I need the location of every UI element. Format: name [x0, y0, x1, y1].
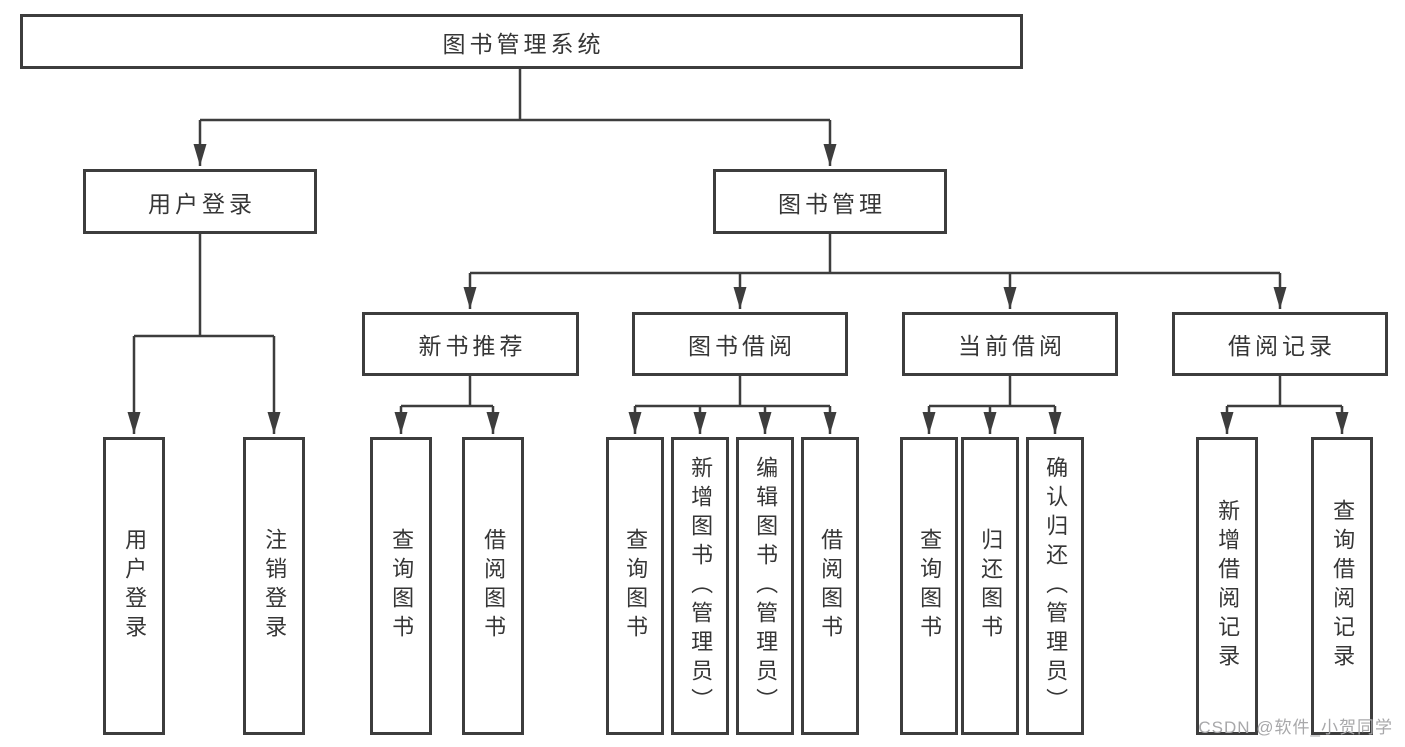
leaf-borrow-books-1: 借阅图书	[462, 437, 524, 735]
node-new-book-recommend-label: 新书推荐	[418, 333, 527, 359]
node-borrow-records-label: 借阅记录	[1228, 333, 1336, 359]
leaf-return-book-label: 归还图书	[978, 528, 1004, 644]
leaf-confirm-return-admin: 确认归还（管理员）	[1026, 437, 1084, 735]
connector-new-book-recommend-branch	[401, 376, 493, 408]
leaf-query-books-1: 查询图书	[370, 437, 432, 735]
leaf-logout-login-label: 注销登录	[262, 528, 288, 644]
node-book-borrow: 图书借阅	[632, 312, 848, 376]
connector-book-borrow-branch	[635, 376, 830, 408]
node-root-label: 图书管理系统	[442, 30, 605, 57]
node-root: 图书管理系统	[20, 14, 1023, 69]
leaf-borrow-books-2: 借阅图书	[801, 437, 859, 735]
node-user-login-label: 用户登录	[148, 190, 256, 217]
leaf-return-book: 归还图书	[961, 437, 1019, 735]
leaf-add-book-admin-label: 新增图书（管理员）	[688, 455, 714, 717]
node-current-borrow-label: 当前借阅	[958, 333, 1066, 359]
watermark: CSDN @软件_小贺同学	[1198, 718, 1393, 737]
node-book-management-label: 图书管理	[778, 190, 886, 217]
leaf-borrow-books-1-label: 借阅图书	[481, 528, 507, 644]
leaf-edit-book-admin-label: 编辑图书（管理员）	[753, 455, 779, 717]
leaf-user-login-label: 用户登录	[122, 528, 148, 644]
leaf-borrow-books-2-label: 借阅图书	[818, 528, 844, 644]
leaf-query-books-3: 查询图书	[900, 437, 958, 735]
connector-user-login-branch	[134, 234, 274, 338]
leaf-query-borrow-record: 查询借阅记录	[1311, 437, 1373, 735]
leaf-query-borrow-record-label: 查询借阅记录	[1330, 499, 1356, 673]
leaf-add-borrow-record: 新增借阅记录	[1196, 437, 1258, 735]
node-new-book-recommend: 新书推荐	[362, 312, 579, 376]
node-current-borrow: 当前借阅	[902, 312, 1118, 376]
leaf-logout-login: 注销登录	[243, 437, 305, 735]
connector-root-branch	[200, 68, 830, 122]
node-user-login: 用户登录	[83, 169, 317, 234]
leaf-query-books-2-label: 查询图书	[623, 528, 649, 644]
leaf-confirm-return-admin-label: 确认归还（管理员）	[1043, 455, 1069, 717]
connector-current-borrow-branch	[929, 376, 1055, 408]
leaf-edit-book-admin: 编辑图书（管理员）	[736, 437, 794, 735]
node-book-management: 图书管理	[713, 169, 947, 234]
leaf-query-books-3-label: 查询图书	[917, 528, 943, 644]
connector-book-management-branch	[470, 234, 1280, 275]
leaf-add-book-admin: 新增图书（管理员）	[671, 437, 729, 735]
leaf-add-borrow-record-label: 新增借阅记录	[1215, 499, 1241, 673]
node-borrow-records: 借阅记录	[1172, 312, 1388, 376]
connector-borrow-records-branch	[1227, 376, 1342, 408]
leaf-query-books-2: 查询图书	[606, 437, 664, 735]
node-book-borrow-label: 图书借阅	[688, 333, 796, 359]
leaf-query-books-1-label: 查询图书	[389, 528, 415, 644]
leaf-user-login: 用户登录	[103, 437, 165, 735]
